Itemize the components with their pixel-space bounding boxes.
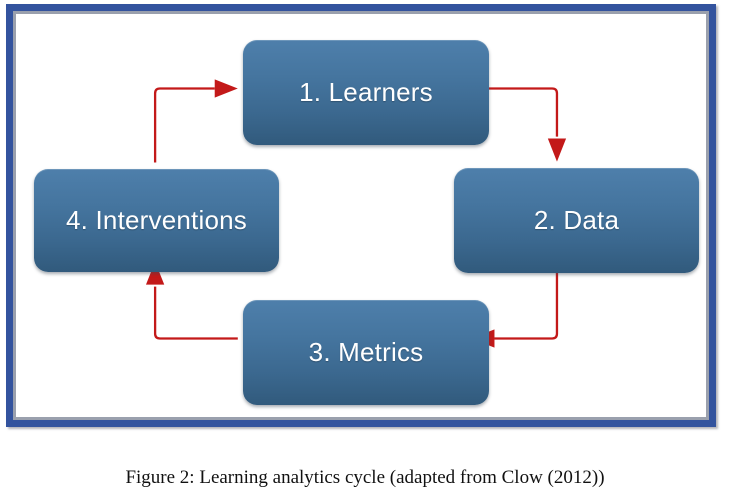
- node-data[interactable]: 2. Data: [454, 168, 699, 273]
- node-interventions[interactable]: 4. Interventions: [34, 169, 279, 272]
- connector-interventions-to-learners: [153, 79, 238, 163]
- node-metrics[interactable]: 3. Metrics: [243, 300, 489, 405]
- figure-frame: 1. Learners 2. Data 3. Metrics 4. Interv…: [6, 4, 716, 427]
- node-data-label: 2. Data: [533, 205, 620, 235]
- figure-frame-inner-border: 1. Learners 2. Data 3. Metrics 4. Interv…: [13, 11, 709, 420]
- node-interventions-label: 4. Interventions: [66, 205, 247, 235]
- node-learners[interactable]: 1. Learners: [243, 40, 489, 145]
- connector-metrics-to-interventions: [145, 261, 238, 340]
- node-metrics-label: 3. Metrics: [308, 337, 424, 367]
- diagram-canvas: 1. Learners 2. Data 3. Metrics 4. Interv…: [16, 14, 706, 417]
- node-learners-label: 1. Learners: [299, 77, 433, 107]
- figure-caption: Figure 2: Learning analytics cycle (adap…: [125, 467, 605, 488]
